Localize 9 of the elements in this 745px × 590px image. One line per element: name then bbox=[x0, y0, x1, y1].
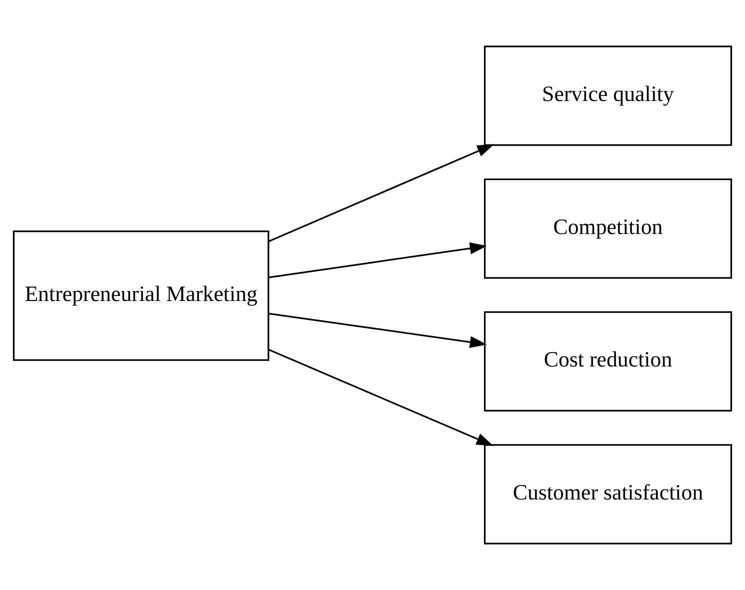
arrow bbox=[268, 242, 487, 278]
node-box: Cost reduction bbox=[484, 311, 732, 412]
node-box: Service quality bbox=[484, 46, 732, 146]
arrow bbox=[268, 348, 494, 446]
node-box: Entrepreneurial Marketing bbox=[12, 230, 270, 361]
arrow bbox=[268, 144, 494, 242]
node-box: Customer satisfaction bbox=[484, 444, 732, 544]
arrow bbox=[268, 312, 487, 348]
node-box: Competition bbox=[484, 178, 732, 279]
